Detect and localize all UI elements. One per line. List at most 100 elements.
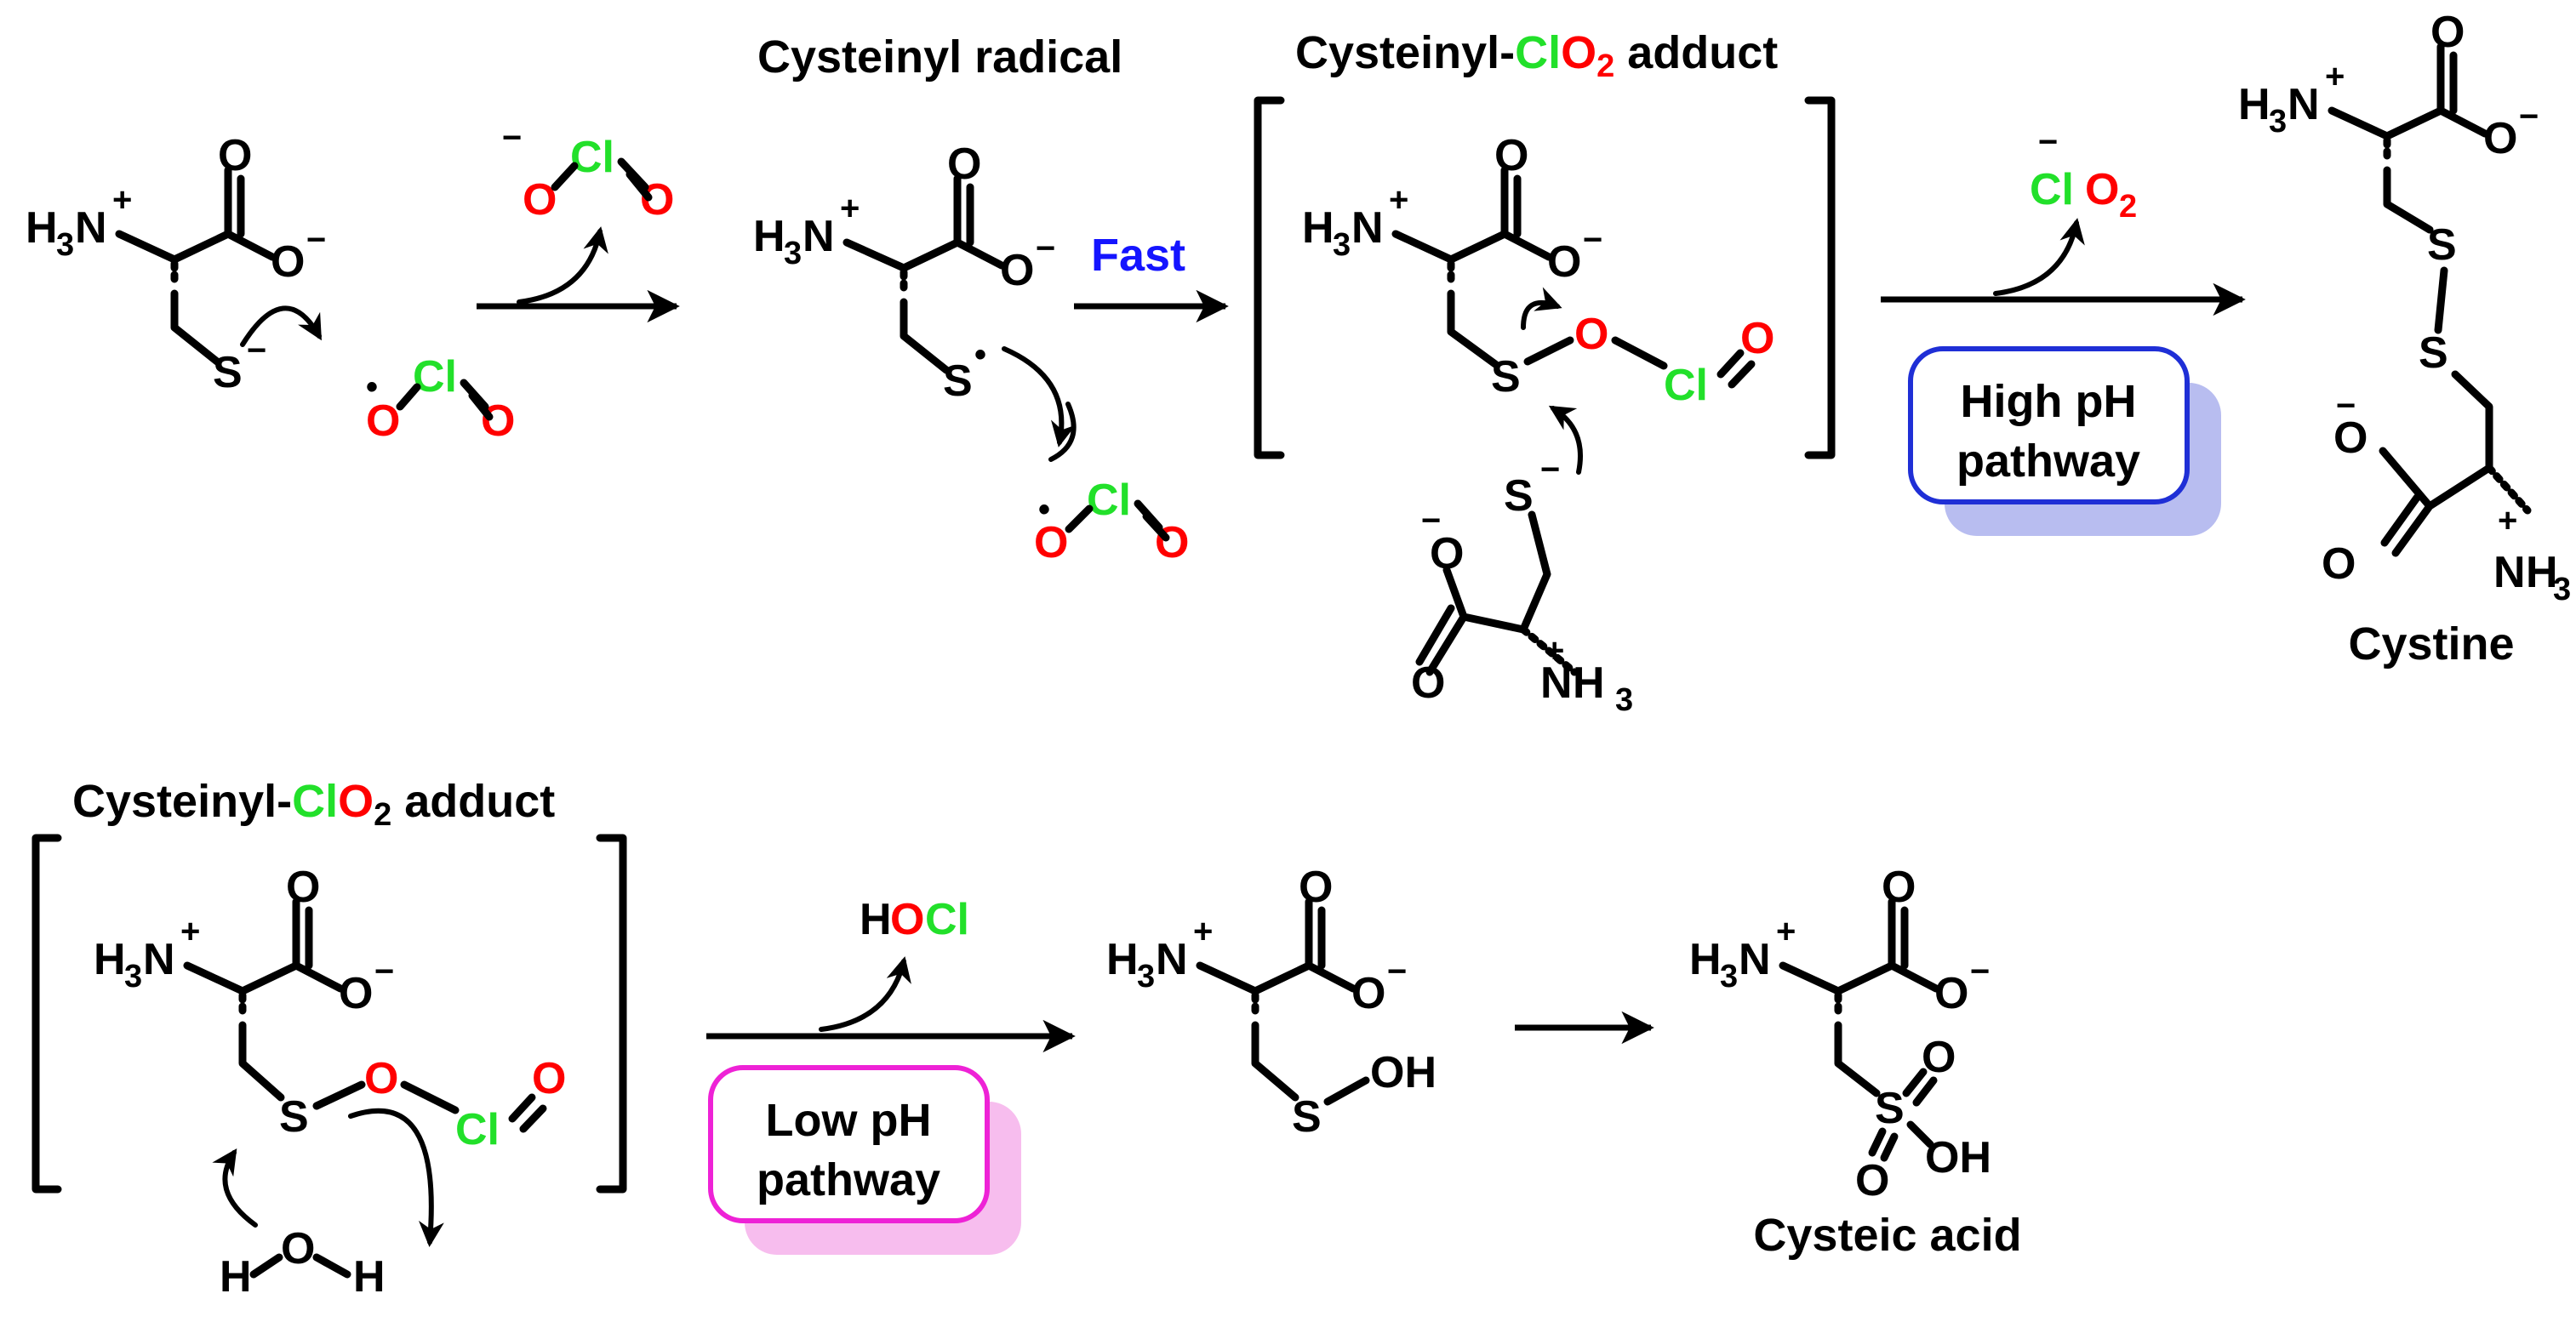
atom-o: O: [2085, 165, 2119, 214]
atom-n: N: [2493, 548, 2526, 597]
release-arrow: [517, 226, 608, 305]
bond-s-o: [312, 1080, 366, 1110]
bonds: [183, 897, 345, 995]
atom-s: S: [2427, 220, 2457, 270]
subscript-3: 3: [1333, 227, 1351, 263]
atom-n: N: [143, 935, 175, 984]
hashed-bond: [1519, 625, 1579, 676]
charge-minus: −: [1583, 221, 1602, 259]
atom-s: S: [1491, 352, 1521, 402]
atom-o: O: [2430, 8, 2465, 57]
low-ph-pathway-box: Low pH pathway: [708, 1065, 1021, 1255]
atom-h: H: [94, 935, 126, 984]
bonds-ch2: [170, 289, 221, 366]
charge-plus: +: [1389, 181, 1408, 219]
atom-h: H: [353, 1252, 386, 1302]
subscript-3: 3: [1615, 682, 1633, 718]
bonds: [396, 379, 494, 421]
atom-h: H: [26, 203, 58, 253]
subscript-3: 3: [1137, 959, 1155, 994]
bonds: [842, 174, 1006, 272]
atom-o: O: [947, 140, 981, 189]
atom-h: H: [753, 212, 785, 261]
chlorine-dioxide-radical: O • Cl O: [366, 352, 515, 446]
charge-plus: +: [2498, 502, 2517, 539]
cysteine-sulfenic-acid: H 3 N + O O − S OH: [1106, 863, 1437, 1142]
subscript-2: 2: [2119, 189, 2137, 225]
subscript-3: 3: [124, 959, 142, 994]
hashed-bond: [2485, 464, 2532, 515]
atom-o: O: [286, 863, 320, 912]
bonds-carboxylate: [2379, 447, 2493, 557]
bonds: [1779, 897, 1940, 995]
bond-s-oh: [1906, 1120, 1934, 1148]
curly-arrow: [348, 1108, 444, 1247]
charge-plus: +: [1776, 913, 1796, 950]
charge-plus: +: [180, 913, 200, 950]
cysteine-thiolate: H 3 N + O O − S −: [26, 131, 326, 397]
cystine: H 3 N + O O − S S N H 3 + O O − Cystine: [2238, 8, 2571, 670]
bond-s-oh: [1323, 1076, 1370, 1106]
cysteinyl-radical: Cysteinyl radical H 3 N + O O − S •: [753, 31, 1122, 462]
subscript-3: 3: [56, 227, 74, 263]
subscript-3: 3: [1720, 959, 1738, 994]
atom-h: H: [2238, 80, 2270, 129]
label-adduct: Cysteinyl-ClO2 adduct: [1295, 27, 1778, 84]
atom-o: O: [1494, 131, 1528, 180]
label-cysteinyl-radical: Cysteinyl radical: [757, 31, 1122, 83]
bonds: [1391, 166, 1553, 264]
radical-dot: •: [366, 368, 378, 406]
curly-arrow: [240, 305, 322, 347]
charge-minus: −: [1421, 502, 1441, 539]
atom-s: S: [943, 356, 973, 406]
bonds: [115, 166, 277, 264]
atom-cl: Cl: [2030, 165, 2074, 214]
charge-minus: −: [502, 119, 522, 157]
atom-h: H: [1573, 658, 1605, 708]
charge-plus: +: [1193, 913, 1213, 950]
atom-n: N: [2288, 80, 2320, 129]
atom-s: S: [279, 1092, 309, 1142]
atom-s: S: [213, 348, 243, 397]
bonds-ch2: [1834, 1021, 1881, 1097]
atom-n: N: [75, 203, 107, 253]
charge-minus: −: [306, 221, 326, 259]
subscript-3: 3: [2553, 572, 2571, 607]
subscript-3: 3: [784, 236, 802, 271]
atom-o: O: [1922, 1033, 1956, 1082]
atom-o: O: [2322, 539, 2356, 589]
atom-o: O: [1411, 658, 1445, 708]
atom-cl: Cl: [413, 352, 457, 402]
bonds-ch2: [1251, 1021, 1299, 1102]
atom-cl: Cl: [925, 895, 969, 944]
charge-minus: −: [1970, 953, 1990, 990]
atom-h: H: [2526, 548, 2558, 597]
atom-h: H: [1302, 203, 1334, 253]
charge-plus: +: [840, 190, 860, 227]
atom-o: O: [1882, 863, 1916, 912]
atom-o: O: [1740, 314, 1774, 363]
atom-o-minus: O: [1351, 969, 1385, 1018]
atom-n: N: [1351, 203, 1384, 253]
label-fast: Fast: [1091, 230, 1185, 281]
bond-s-s: [2434, 266, 2448, 334]
cysteic-acid: H 3 N + O O − S O O OH Cysteic acid: [1689, 863, 2022, 1261]
atom-o: O: [1299, 863, 1333, 912]
bonds: [2451, 370, 2493, 472]
curly-arrow: [1002, 346, 1077, 447]
charge-minus: −: [247, 332, 266, 369]
hypochlorous-acid: H O Cl: [860, 895, 969, 944]
atom-n: N: [1156, 935, 1188, 984]
curly-arrow: [1548, 405, 1583, 475]
atom-o: O: [1574, 310, 1608, 359]
atom-cl: Cl: [570, 133, 614, 182]
atom-o-minus: O: [271, 237, 305, 287]
bracket-right: [1804, 96, 1836, 459]
charge-minus: −: [2519, 98, 2539, 135]
cysteinyl-clo2-adduct: Cysteinyl-ClO2 adduct H 3 N + O O − S O …: [1254, 27, 1836, 718]
charge-minus: −: [2336, 387, 2356, 425]
charge-minus: −: [2038, 123, 2058, 161]
bonds: [1065, 499, 1170, 542]
label-adduct: Cysteinyl-ClO2 adduct: [72, 776, 555, 833]
charge-minus: −: [1036, 230, 1055, 267]
